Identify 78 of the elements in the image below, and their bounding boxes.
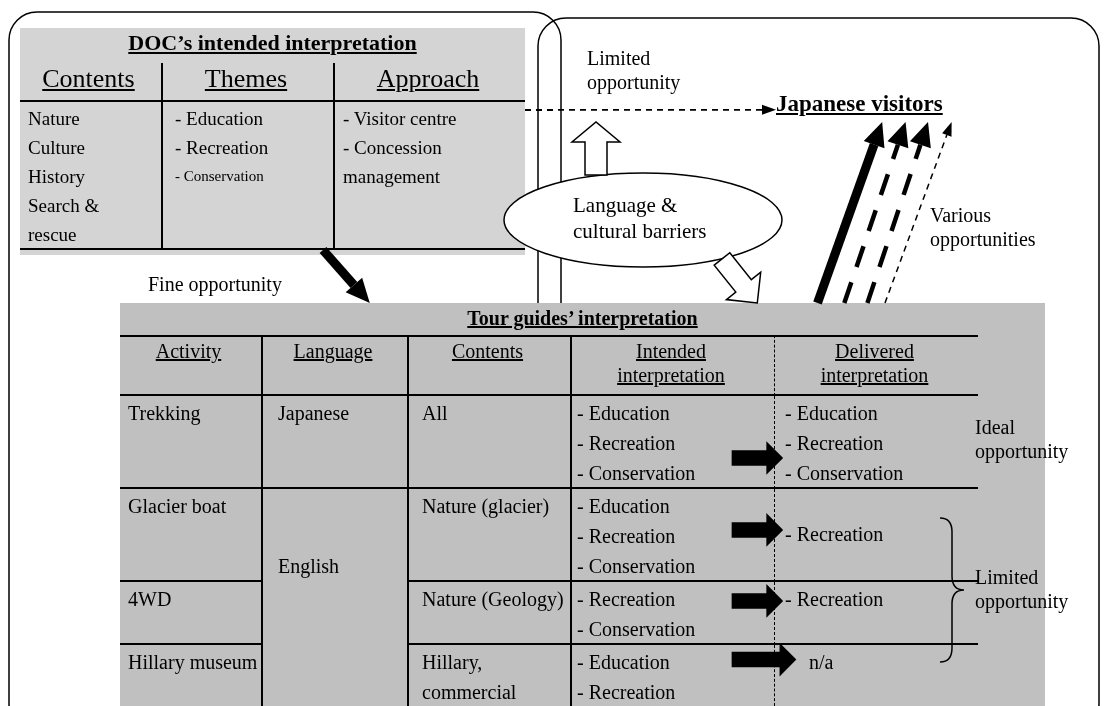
cell-text: Japanese [278,401,350,427]
column-header: Intended interpretation [616,339,726,387]
table-cell [409,489,572,582]
cell-text: - Education [577,494,670,519]
column-header: Contents [42,63,135,95]
cell-text: Hillary museum [128,650,258,676]
cell-text: Search & rescue [28,194,101,247]
node-text: Language & cultural barriers [573,192,708,244]
block-arrow [731,513,784,547]
cell-text: - Recreation [577,680,676,705]
cell-text: Nature [28,107,80,131]
cell-text: - Recreation [577,524,676,549]
table-cell [120,582,263,645]
block-arrow [569,121,623,176]
column-header: Delivered interpretation [819,339,930,387]
side-note: Ideal opportunity [975,415,1070,463]
block-arrow [731,584,784,618]
cell-text: Nature (glacier) [422,494,550,520]
column-header: Themes [204,63,288,95]
table-cell [409,582,572,645]
cell-text: - Recreation [785,431,884,456]
column-header: Language [293,339,373,363]
block-arrow [731,642,797,677]
side-note: Limited opportunity [975,565,1070,613]
cell-text: - Conservation [577,554,696,579]
table-cell [409,396,572,489]
table-cell [120,489,263,582]
header-cell [163,63,335,102]
cell-text: - Recreation [577,587,676,612]
cell-text: n/a [809,650,834,675]
cell-text: - Education [175,107,264,131]
header-cell [120,335,263,396]
column-header: Contents [451,339,524,363]
cell-text: Trekking [128,401,201,427]
cell-text: - Education [785,401,878,426]
table-cell [20,102,163,250]
cell-text: - Recreation [577,431,676,456]
cell-text: Hillary, commercial [422,650,518,705]
arrow [319,247,370,303]
cell-text: Culture [28,136,85,160]
column-header: Activity [155,339,222,363]
cell-text: - Conservation [577,617,696,642]
table-title: DOC’s intended interpretation [128,30,417,56]
cell-text: - Education [577,650,670,675]
cell-text: - Concession management [343,136,443,189]
cell-text: Nature (Geology) [422,587,564,613]
cell-text: - Conservation [175,167,264,186]
header-cell [572,335,775,396]
header-cell [409,335,572,396]
arrow [842,121,909,304]
block-arrow [731,441,784,475]
cell-text: Glacier boat [128,494,227,519]
table-cell [263,396,409,489]
cell-text: History [28,165,85,189]
arrow [865,122,931,304]
arrow [813,122,885,305]
cell-text: English [278,554,340,580]
arrow [884,121,952,304]
cell-text: All [422,401,448,426]
cell-text: - Visitor centre [343,107,457,131]
cell-text: 4WD [128,587,172,612]
header-cell [20,63,163,102]
column-header: Approach [376,63,480,95]
cell-text: - Recreation [785,587,884,612]
cell-text: - Conservation [577,461,696,486]
header-cell [263,335,409,396]
block-arrow [713,251,762,304]
arrow [524,104,776,115]
cell-text: - Conservation [785,461,904,486]
cell-text: - Recreation [175,136,269,160]
table-title: Tour guides’ interpretation [467,307,698,330]
cell-text: - Recreation [785,522,884,547]
table-panel [20,28,525,255]
header-cell [775,335,978,396]
cell-text: - Education [577,401,670,426]
target-label: Japanese visitors [776,90,943,118]
table-cell [163,102,335,250]
table-cell [120,396,263,489]
